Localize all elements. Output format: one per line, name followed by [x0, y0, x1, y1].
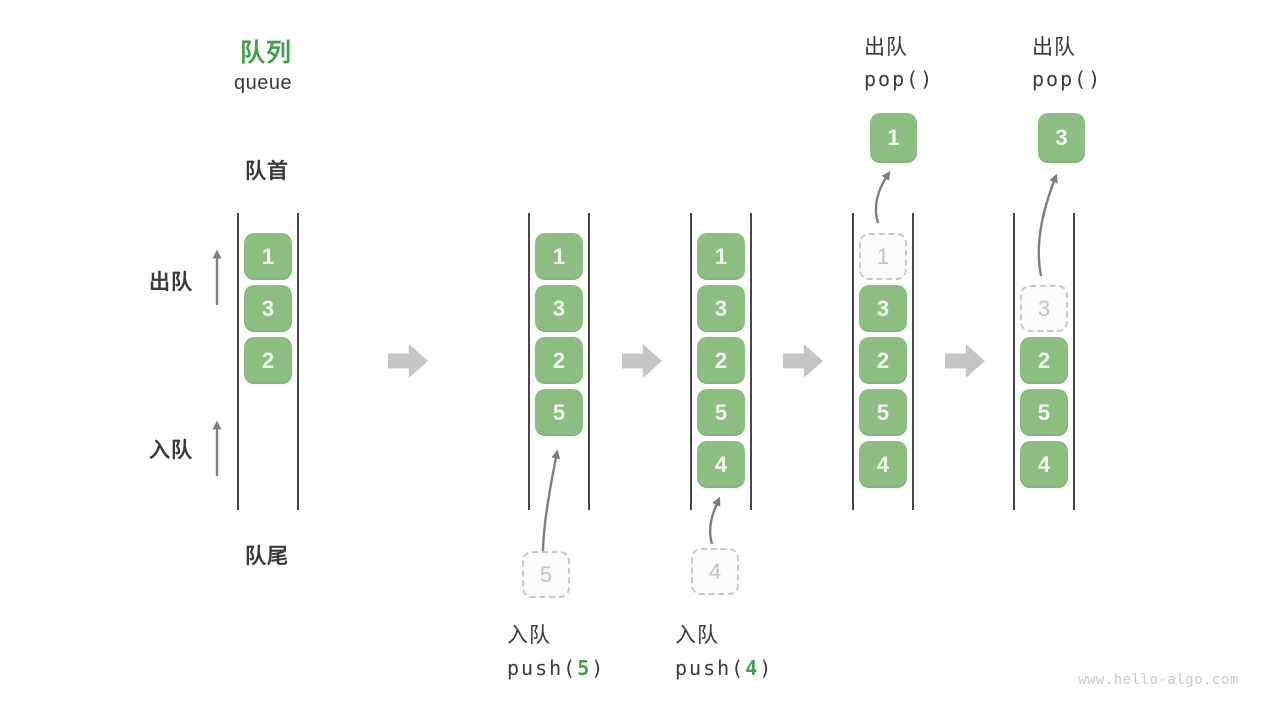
queue-box: 4 [697, 441, 745, 488]
pop3-label: 出队 [1032, 36, 1076, 59]
push4-code-post: ) [759, 656, 774, 680]
push4-code-pre: push( [675, 656, 746, 680]
popped-ghost-box: 3 [1020, 285, 1068, 332]
column4-wall-left [852, 213, 854, 510]
push5-code-arg: 5 [577, 656, 592, 680]
queue-box: 3 [535, 285, 583, 332]
popped-value-box: 1 [870, 113, 917, 163]
step-arrow-2 [622, 344, 662, 378]
column1-wall-left [237, 213, 239, 510]
pop1-code: pop() [864, 67, 935, 91]
pop3-code: pop() [1032, 67, 1103, 91]
step-arrow-4 [945, 344, 985, 378]
column5-wall-right [1073, 213, 1075, 510]
dequeue-side-label: 出队 [149, 271, 193, 294]
queue-box: 3 [697, 285, 745, 332]
watermark: www.hello-algo.com [1078, 672, 1239, 688]
queue-box: 2 [244, 337, 292, 384]
popped-value-box: 3 [1038, 113, 1085, 163]
queue-box: 4 [1020, 441, 1068, 488]
queue-box: 5 [1020, 389, 1068, 436]
queue-box: 1 [244, 233, 292, 280]
queue-box: 5 [535, 389, 583, 436]
push4-code: push(4) [675, 656, 773, 680]
column5-wall-left [1013, 213, 1015, 510]
popped-ghost-box: 1 [859, 233, 907, 280]
push5-label: 入队 [507, 624, 551, 647]
push4-arrow [708, 496, 721, 545]
queue-box: 3 [859, 285, 907, 332]
push4-label: 入队 [675, 624, 719, 647]
queue-rear-label: 队尾 [245, 545, 289, 568]
diagram-title-en: queue [234, 72, 293, 94]
step-arrow-3 [783, 344, 823, 378]
step-arrow-1 [388, 344, 428, 378]
queue-box: 5 [859, 389, 907, 436]
column3-wall-left [690, 213, 692, 510]
incoming-ghost-box: 5 [522, 551, 570, 598]
pop3-arrow [1037, 173, 1058, 277]
column4-wall-right [912, 213, 914, 510]
queue-box: 1 [697, 233, 745, 280]
incoming-ghost-box: 4 [691, 548, 739, 595]
queue-front-label: 队首 [245, 160, 289, 183]
queue-box: 1 [535, 233, 583, 280]
queue-box: 2 [697, 337, 745, 384]
push5-code-pre: push( [507, 656, 578, 680]
push5-code: push(5) [507, 656, 605, 680]
enqueue-side-label: 入队 [149, 439, 193, 462]
column3-wall-right [750, 213, 752, 510]
queue-box: 4 [859, 441, 907, 488]
column1-wall-right [297, 213, 299, 510]
pop1-label: 出队 [864, 36, 908, 59]
column2-wall-left [528, 213, 530, 510]
push5-code-post: ) [591, 656, 606, 680]
queue-box: 2 [535, 337, 583, 384]
queue-box: 3 [244, 285, 292, 332]
diagram-title-zh: 队列 [240, 39, 293, 67]
queue-box: 5 [697, 389, 745, 436]
queue-box: 2 [859, 337, 907, 384]
queue-box: 2 [1020, 337, 1068, 384]
pop1-arrow [874, 170, 891, 224]
column2-wall-right [588, 213, 590, 510]
push4-code-arg: 4 [745, 656, 760, 680]
